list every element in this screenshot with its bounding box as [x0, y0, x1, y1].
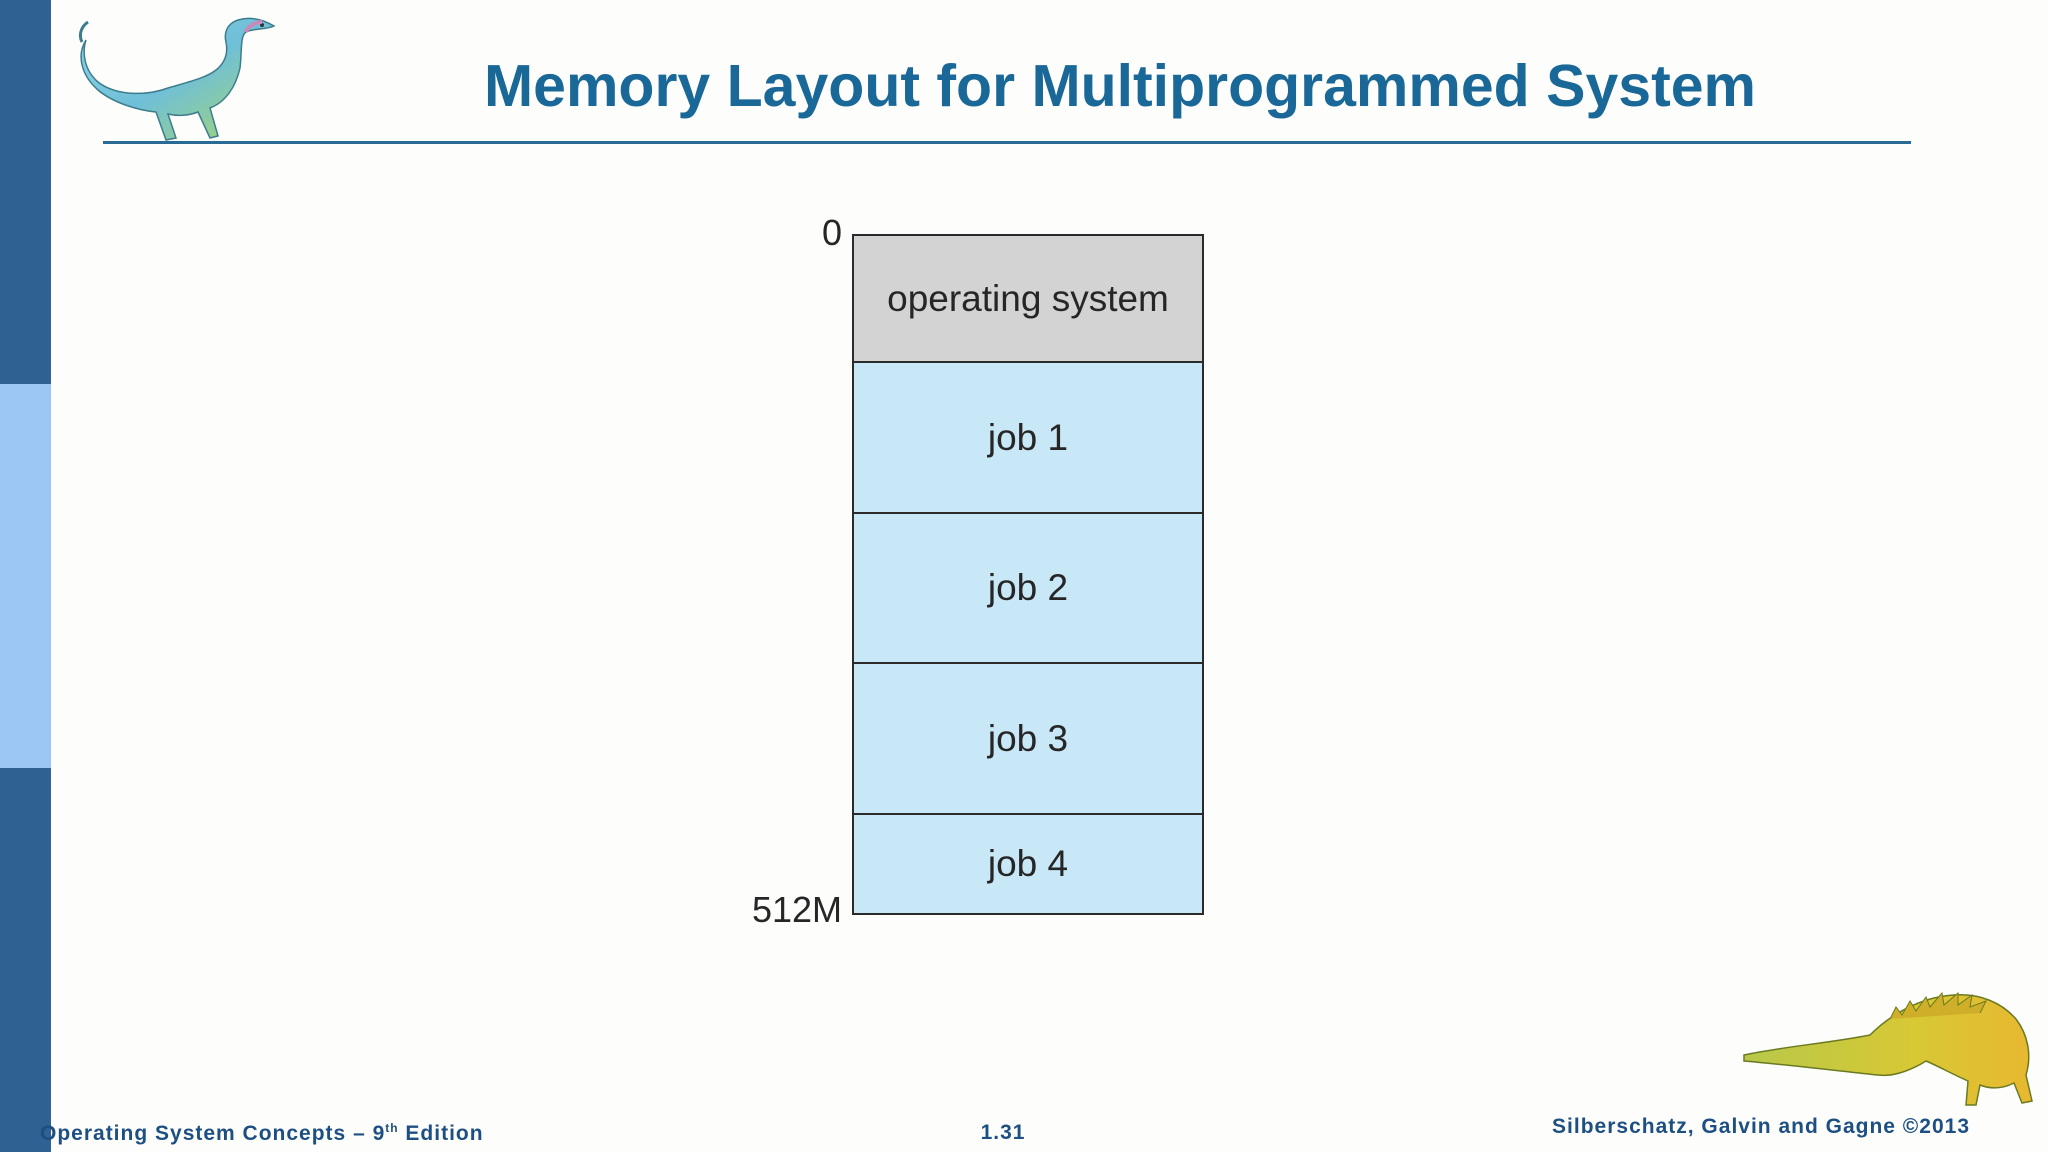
footer-page-number: 1.31	[980, 1121, 1026, 1144]
title-divider	[103, 141, 1911, 144]
dinosaur-icon	[78, 17, 276, 141]
address-end-label: 512M	[751, 889, 842, 930]
dinosaur-icon	[1743, 991, 2033, 1106]
footer-authors: Silberschatz, Galvin and Gagne ©2013	[1552, 1115, 1970, 1138]
footer-book-title: Operating System Concepts – 9th Edition	[40, 1121, 484, 1146]
segment-job-4: job 4	[854, 815, 1202, 913]
segment-job-1: job 1	[854, 363, 1202, 514]
address-start-label: 0	[821, 212, 842, 253]
sidebar-stripe-top	[0, 0, 51, 384]
segment-operating-system: operating system	[854, 236, 1202, 363]
footer-book-title-prefix: Operating System Concepts – 9	[40, 1122, 386, 1145]
sidebar-stripe-middle	[0, 384, 51, 768]
footer-edition-superscript: th	[385, 1121, 399, 1135]
footer-book-title-suffix: Edition	[398, 1122, 484, 1145]
memory-layout-diagram: operating system job 1 job 2 job 3 job 4	[852, 234, 1204, 915]
segment-job-3: job 3	[854, 664, 1202, 815]
sidebar-stripe-bottom	[0, 768, 51, 1152]
segment-job-2: job 2	[854, 514, 1202, 664]
slide-title: Memory Layout for Multiprogrammed System	[484, 53, 1756, 119]
